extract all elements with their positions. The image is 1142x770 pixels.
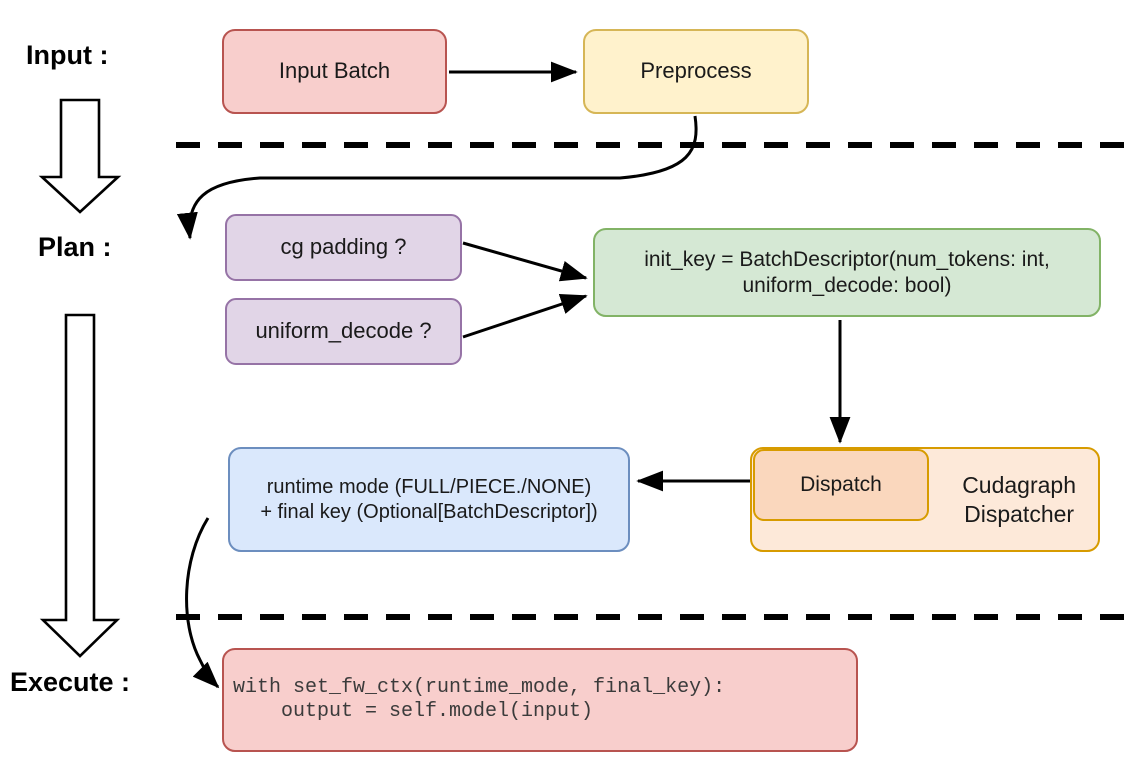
node-preprocess[interactable]: Preprocess [583,29,809,114]
node-dispatch[interactable]: Dispatch [753,449,929,521]
stage-label-plan: Plan : [38,232,112,262]
node-uniform-decode[interactable]: uniform_decode ? [225,298,462,365]
stage-label-input: Input : [26,40,109,70]
node-input-batch[interactable]: Input Batch [222,29,447,114]
node-cg-padding[interactable]: cg padding ? [225,214,462,281]
node-execute-code-block[interactable]: with set_fw_ctx(runtime_mode, final_key)… [222,648,858,752]
edge-runtime-mode-to-exec-code [185,517,220,689]
edge-cg-padding-to-init-key [462,241,588,282]
stage-arrow-input-to-plan [38,98,122,214]
stage-label-execute: Execute : [10,667,131,697]
edge-uniform-decode-to-init-key [462,294,588,339]
stage-arrow-plan-to-execute [39,313,121,658]
node-runtime-mode-final-key[interactable]: runtime mode (FULL/PIECE./NONE) + final … [228,447,630,552]
node-init-key-batch-descriptor[interactable]: init_key = BatchDescriptor(num_tokens: i… [593,228,1101,317]
